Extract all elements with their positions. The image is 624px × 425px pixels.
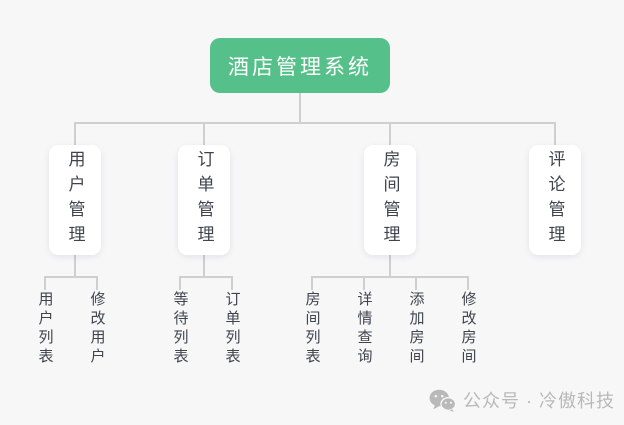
connector-line [389, 255, 391, 278]
connector-line [203, 255, 205, 278]
leaf-node-edit-room: 修改房间 [459, 291, 477, 367]
connector-line [74, 255, 76, 278]
leaf-node-room-list: 房间列表 [303, 291, 321, 367]
connector-line [299, 93, 301, 124]
branch-node-orders: 订单管理 [178, 145, 230, 255]
branch-node-label: 订单管理 [194, 150, 214, 250]
connector-line [74, 122, 556, 124]
leaf-node-order-list: 订单列表 [223, 291, 241, 367]
branch-node-comments: 评论管理 [529, 145, 581, 255]
root-node-label: 酒店管理系统 [228, 55, 372, 79]
branch-node-users: 用户管理 [49, 145, 101, 255]
root-node: 酒店管理系统 [210, 38, 390, 93]
connector-line [179, 276, 233, 278]
leaf-node-add-room: 添加房间 [407, 291, 425, 367]
branch-node-label: 评论管理 [545, 150, 565, 250]
connector-line [467, 276, 469, 290]
branch-node-rooms: 房间管理 [364, 145, 416, 255]
connector-line [44, 276, 98, 278]
connector-line [179, 276, 181, 290]
connector-line [44, 276, 46, 290]
leaf-node-room-detail: 详情查询 [355, 291, 373, 367]
connector-line [203, 122, 205, 145]
leaf-node-waiting-list: 等待列表 [171, 291, 189, 367]
leaf-node-edit-user: 修改用户 [88, 291, 106, 367]
connector-line [311, 276, 313, 290]
connector-line [96, 276, 98, 290]
watermark-text: 公众号 · 冷傲科技 [463, 391, 615, 411]
connector-line [554, 122, 556, 145]
connector-line [311, 276, 469, 278]
connector-line [74, 122, 76, 145]
watermark: 公众号 · 冷傲科技 [429, 387, 615, 413]
connector-line [231, 276, 233, 290]
connector-line [363, 276, 365, 290]
leaf-node-user-list: 用户列表 [36, 291, 54, 367]
connector-line [415, 276, 417, 290]
connector-line [389, 122, 391, 145]
wechat-icon [429, 389, 456, 412]
branch-node-label: 用户管理 [65, 150, 85, 250]
branch-node-label: 房间管理 [380, 150, 400, 250]
